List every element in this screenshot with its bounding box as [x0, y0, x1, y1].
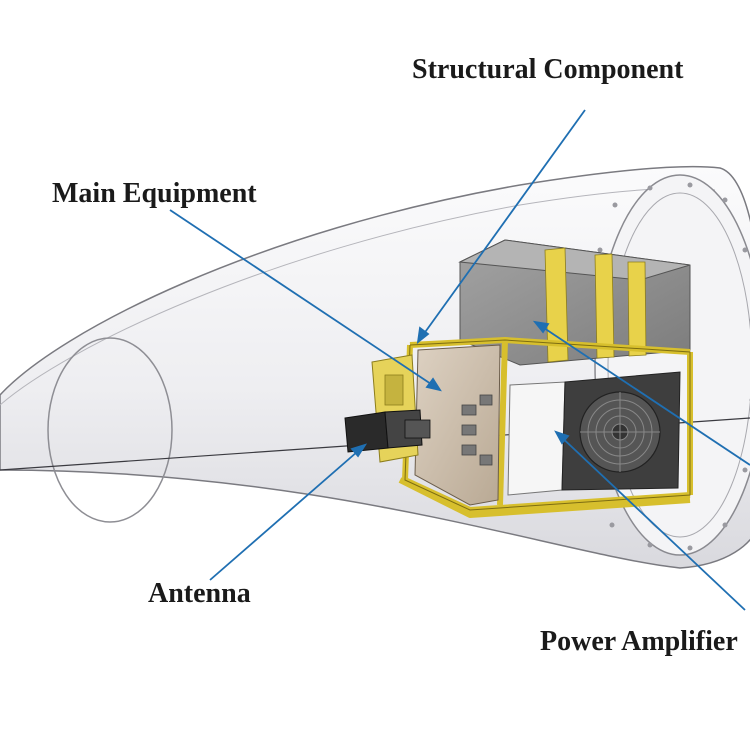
leader-power [555, 431, 746, 611]
leader-antenna [209, 444, 366, 581]
label-antenna: Antenna [148, 578, 251, 609]
leader-main [169, 209, 441, 391]
antenna-block [344, 409, 431, 453]
fan-icon [579, 391, 661, 473]
bulkhead-bolts [597, 182, 750, 551]
arrow-structural [416, 326, 430, 345]
arrow-main [425, 377, 442, 392]
forward-ring [47, 337, 173, 523]
frame-outline [404, 339, 691, 511]
label-power-amplifier: Power Amplifier [540, 626, 738, 657]
leader-lines [169, 109, 750, 611]
leader-structural [417, 109, 586, 343]
arrow-gray-box [532, 320, 550, 334]
arrow-power [554, 430, 570, 445]
label-structural-component: Structural Component [412, 54, 684, 85]
connector-pegs [461, 394, 493, 466]
arrow-antenna [350, 443, 368, 458]
label-main-equipment: Main Equipment [52, 178, 257, 209]
leader-gray-box [534, 321, 750, 466]
bracket-slot [384, 374, 404, 406]
power-amplifier-block [507, 381, 566, 496]
bulkhead-rim [607, 192, 750, 538]
